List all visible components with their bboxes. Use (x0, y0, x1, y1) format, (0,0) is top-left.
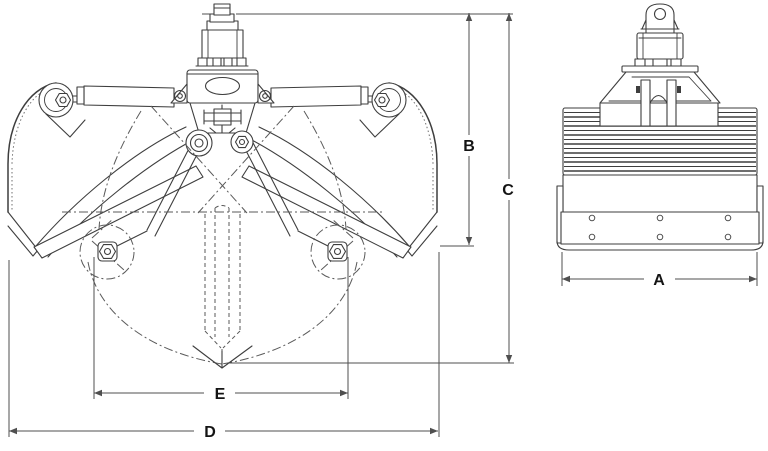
closed-claw-bolts (97, 241, 348, 262)
cross-fitting (203, 104, 242, 134)
claw-shell-left (7, 82, 204, 259)
rotator-assembly (195, 3, 249, 67)
hydraulic-cylinder-left (65, 85, 175, 108)
bottom-point (192, 345, 253, 369)
lifting-eye (640, 3, 680, 30)
pulley-right (359, 82, 407, 138)
hydraulic-cylinder-right (270, 85, 380, 108)
front-view (7, 3, 513, 369)
dimension-label-b: B (463, 138, 475, 155)
dimension-d: D (8, 252, 440, 441)
bottom-plate (556, 211, 764, 251)
dimension-label-e: E (215, 386, 226, 403)
side-view (556, 3, 764, 251)
dimension-b: B (440, 13, 480, 247)
side-rotator-assembly (621, 3, 699, 73)
dimension-label-a: A (653, 272, 665, 289)
dimensions: B C D E A (8, 13, 758, 441)
dimension-a: A (561, 252, 758, 289)
inner-linkage (112, 132, 333, 249)
mounting-bracket (599, 71, 721, 127)
pulley-left (38, 82, 86, 138)
center-tine (204, 205, 241, 365)
dimension-e: E (93, 257, 349, 403)
pivot-bosses (185, 129, 254, 157)
dimension-label-d: D (204, 424, 216, 441)
closed-position-outline (62, 105, 383, 365)
top-pin (213, 3, 231, 16)
claw-shell-right (241, 82, 438, 259)
head-block (170, 69, 275, 104)
dimension-c: C (228, 13, 519, 364)
dimension-label-c: C (502, 182, 514, 199)
